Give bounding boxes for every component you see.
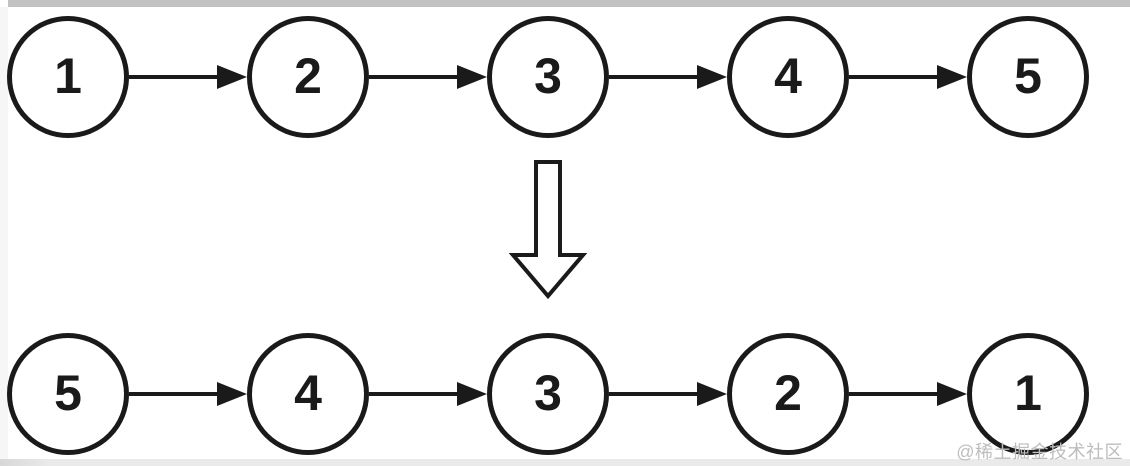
list-node-value: 3 (534, 48, 562, 104)
arrow-line (369, 392, 461, 396)
list-node-value: 4 (774, 48, 802, 104)
list-node-value: 1 (54, 48, 82, 104)
arrow-line (369, 75, 461, 79)
list-node-value: 3 (534, 365, 562, 421)
arrow-head (457, 382, 487, 406)
arrow-line (849, 75, 941, 79)
list-node: 2 (247, 16, 369, 138)
arrow-line (129, 75, 221, 79)
arrow-line (609, 392, 701, 396)
arrow-head (697, 65, 727, 89)
next-pointer-arrow-icon (849, 65, 967, 89)
list-node-value: 5 (1014, 48, 1042, 104)
list-node-value: 4 (294, 365, 322, 421)
arrow-head (697, 382, 727, 406)
next-pointer-arrow-icon (609, 65, 727, 89)
left-edge-shade (0, 7, 8, 459)
arrow-head (937, 382, 967, 406)
list-node-value: 5 (54, 365, 82, 421)
list-node: 3 (487, 333, 609, 455)
watermark: @稀土掘金技术社区 (956, 442, 1123, 462)
list-node: 1 (967, 333, 1089, 455)
arrow-line (849, 392, 941, 396)
arrow-head (217, 382, 247, 406)
list-node-value: 1 (1014, 365, 1042, 421)
top-scrollbar-strip (8, 0, 1130, 7)
arrow-line (609, 75, 701, 79)
arrow-line (129, 392, 221, 396)
next-pointer-arrow-icon (129, 65, 247, 89)
transform-down-arrow-icon (508, 160, 588, 300)
arrow-head (217, 65, 247, 89)
next-pointer-arrow-icon (129, 382, 247, 406)
linked-list-before: 1 2 3 4 5 (7, 16, 1089, 138)
list-node: 4 (247, 333, 369, 455)
list-node: 4 (727, 16, 849, 138)
list-node-value: 2 (294, 48, 322, 104)
next-pointer-arrow-icon (609, 382, 727, 406)
arrow-head (937, 65, 967, 89)
linked-list-after: 5 4 3 2 1 (7, 333, 1089, 455)
list-node: 5 (967, 16, 1089, 138)
arrow-head (457, 65, 487, 89)
list-node: 3 (487, 16, 609, 138)
next-pointer-arrow-icon (369, 65, 487, 89)
list-node: 5 (7, 333, 129, 455)
list-node-value: 2 (774, 365, 802, 421)
list-node: 2 (727, 333, 849, 455)
list-node: 1 (7, 16, 129, 138)
next-pointer-arrow-icon (849, 382, 967, 406)
next-pointer-arrow-icon (369, 382, 487, 406)
bottom-scrollbar-strip (0, 459, 1130, 466)
